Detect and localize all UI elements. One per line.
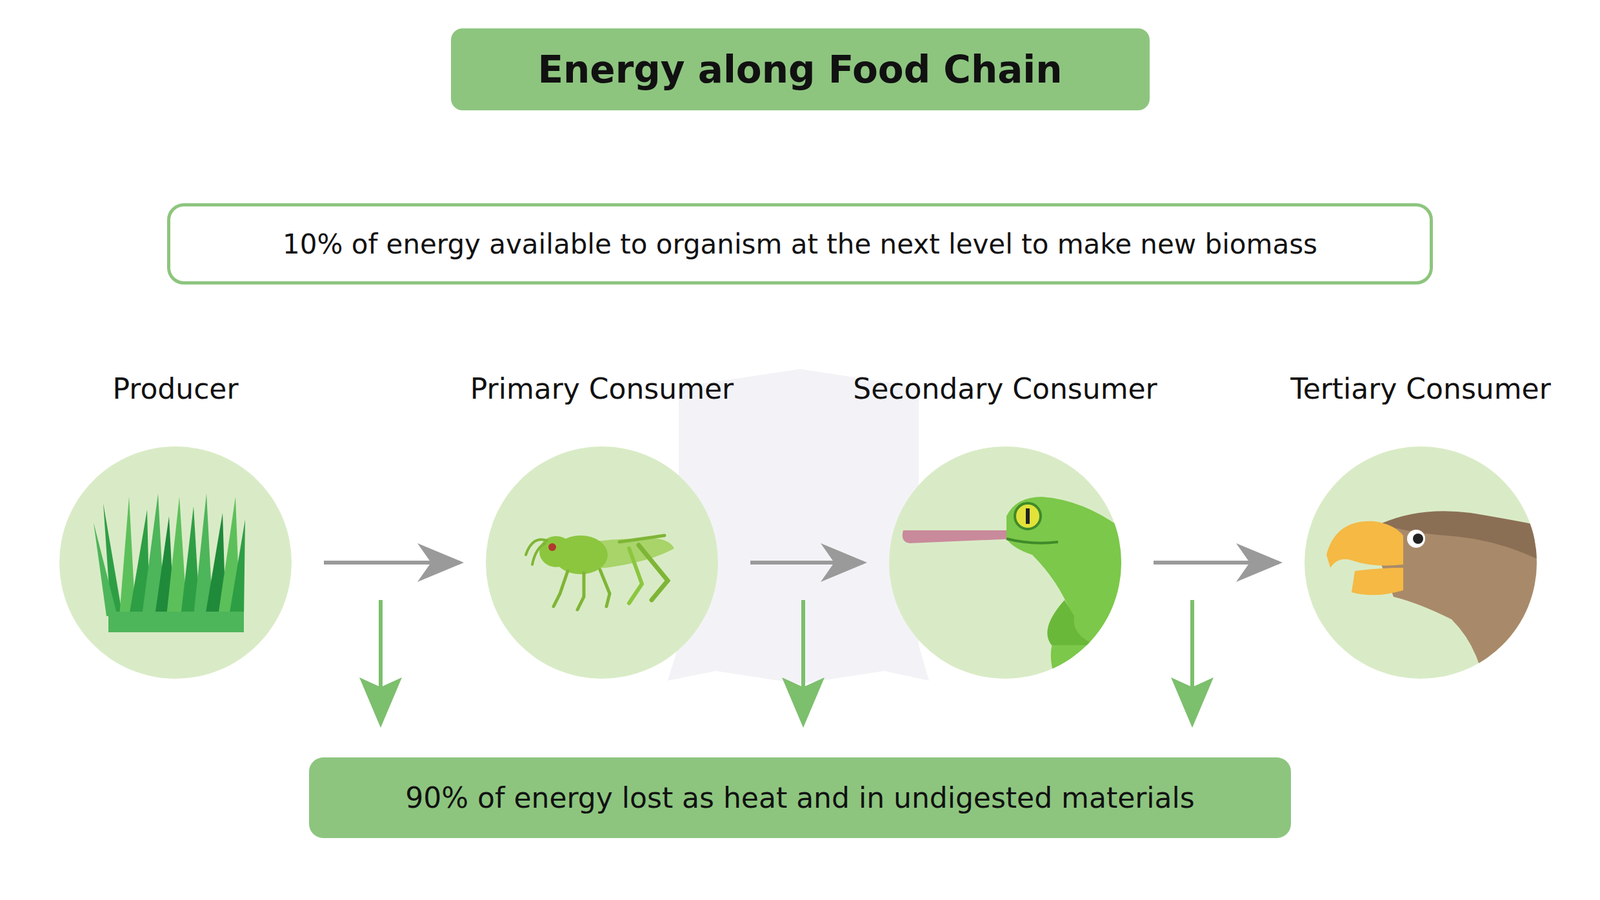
note-text: 10% of energy available to organism at t… [282,228,1318,260]
flow-arrow [323,560,460,565]
level-label: Tertiary Consumer [1290,372,1551,406]
title-text: Energy along Food Chain [537,47,1062,92]
note-box: 10% of energy available to organism at t… [167,203,1433,285]
loss-band: 90% of energy lost as heat and in undige… [309,757,1291,839]
flow-arrow [750,560,864,565]
flow-arrow [1153,560,1279,565]
title-banner: Energy along Food Chain [450,28,1150,111]
circle-ground [59,446,292,679]
loss-arrow [359,600,1214,728]
note-text: 90% of energy lost as heat and in undige… [405,781,1195,815]
frog-icon [902,496,1123,684]
trophic-level: Producer [59,446,292,679]
trophic-level: Primary Consumer [485,446,719,679]
trophic-level: Secondary Consumer [889,446,1122,679]
grass-icon [93,493,246,633]
level-label: Secondary Consumer [852,372,1157,406]
trophic-level: Tertiary Consumer [1304,446,1537,679]
grasshopper-icon [525,535,675,610]
level-label: Producer [112,372,239,406]
circle-ground [485,446,719,679]
level-label: Primary Consumer [470,372,734,406]
eagle-icon [1326,510,1542,684]
